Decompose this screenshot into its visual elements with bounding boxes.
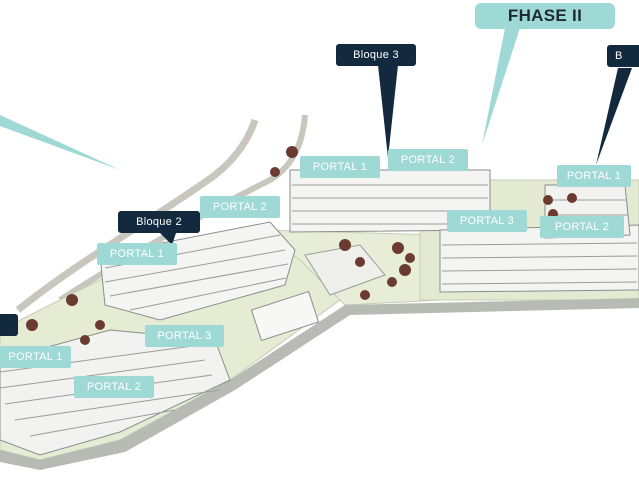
bloque2-portal-3-label: PORTAL 3 — [145, 325, 224, 347]
road-curve-outer — [15, 118, 259, 313]
bloque-partial-right-label: B — [607, 45, 639, 67]
bloque3-portal-2-label: PORTAL 2 — [388, 149, 468, 171]
right-portal-2-label: PORTAL 2 — [540, 216, 624, 238]
courtyard-pool — [250, 290, 320, 342]
bloque-2-label: Bloque 2 — [118, 211, 200, 233]
bloque-3-label: Bloque 3 — [336, 44, 416, 66]
building-right-lines — [441, 199, 638, 285]
phase-title-label: FHASE II — [475, 3, 615, 29]
trees — [26, 146, 577, 345]
right-portal-1-label: PORTAL 1 — [557, 165, 631, 187]
bloque-partial-pointer — [596, 68, 632, 165]
bloque3-portal-3-label: PORTAL 3 — [447, 210, 527, 232]
left-portal-2-label: PORTAL 2 — [74, 376, 154, 398]
bloque2-portal-1-label: PORTAL 1 — [97, 243, 177, 265]
platform-edge — [0, 298, 639, 470]
bloque3-portal-1-label: PORTAL 1 — [300, 156, 380, 178]
bloque3-pointer — [378, 65, 398, 158]
left-portal-1-label: PORTAL 1 — [0, 346, 71, 368]
bloque2-portal-2-label: PORTAL 2 — [200, 196, 280, 218]
bloque-partial-left-label — [0, 314, 18, 336]
bloque2-pointer — [160, 233, 176, 245]
phase-pointer-fase — [482, 28, 520, 145]
phase-pointer-left — [0, 115, 120, 170]
